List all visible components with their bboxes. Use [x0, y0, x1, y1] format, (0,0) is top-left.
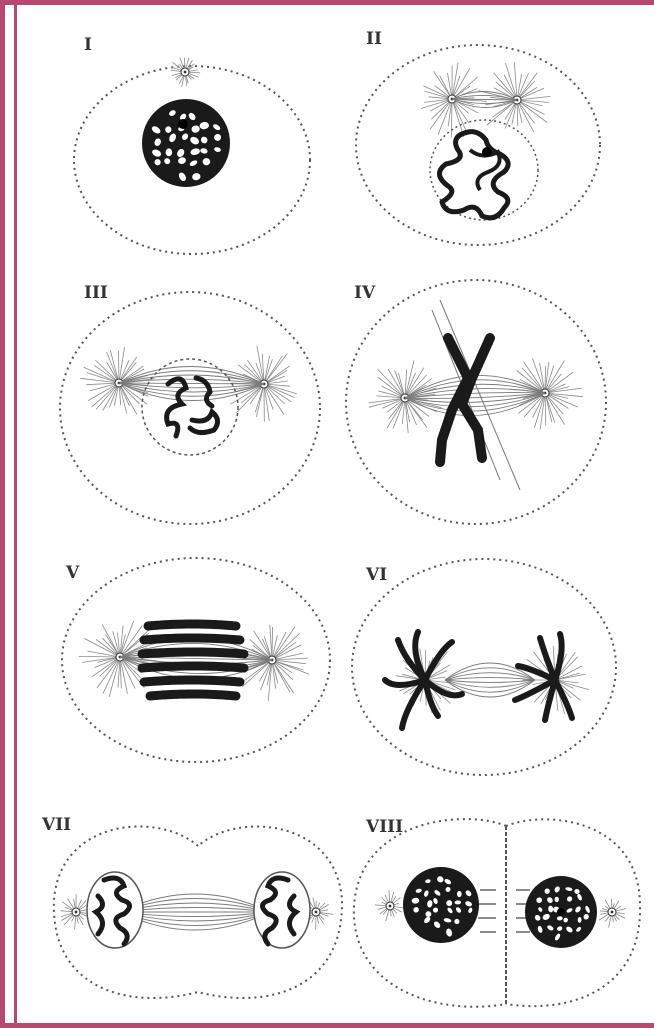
aster-ray — [438, 99, 452, 135]
cell-membrane — [356, 45, 600, 245]
centriole-dot — [389, 905, 392, 908]
nucleolus — [557, 908, 565, 916]
cell-membrane — [60, 292, 320, 524]
aster-ray — [545, 393, 565, 425]
stage-3-label: III — [84, 283, 108, 303]
aster-ray — [268, 660, 272, 701]
chromosome — [150, 694, 236, 696]
aster-ray — [272, 632, 286, 660]
centrosome-aster — [237, 625, 309, 702]
centrosome-aster — [375, 890, 404, 921]
cell-membrane — [62, 558, 330, 762]
aster-ray — [264, 384, 292, 402]
nucleolus — [482, 147, 492, 157]
stage-3: III — [60, 283, 320, 524]
stage-7-label: VII — [41, 815, 71, 835]
aster-ray — [545, 393, 546, 426]
stage-8-label: VIII — [365, 817, 403, 837]
chromosome — [142, 666, 244, 668]
stage-1-label: I — [84, 35, 92, 55]
stage-5: V — [62, 558, 330, 762]
aster-ray — [545, 393, 578, 407]
aster-ray — [545, 361, 564, 394]
centriole-dot — [184, 71, 187, 74]
centrosome-aster — [171, 58, 201, 87]
stage-2-label: II — [366, 29, 382, 49]
chromosome-strand — [190, 412, 218, 433]
nucleolus — [178, 119, 188, 129]
spindle-fibers — [119, 366, 264, 400]
centrosome-aster — [369, 360, 442, 433]
spindle-fiber — [445, 678, 535, 680]
aster-ray — [545, 393, 555, 423]
aster-ray — [272, 627, 273, 660]
chromosome — [142, 652, 244, 654]
metaphase-chromosomes — [142, 624, 244, 696]
stage-4-label: IV — [354, 283, 376, 303]
cell-membrane — [352, 559, 616, 775]
chromosome — [144, 680, 240, 682]
spindle-fiber — [445, 680, 535, 682]
centriole-dot — [611, 911, 614, 914]
aster-ray — [514, 62, 517, 100]
stage-6-label: VI — [365, 565, 387, 585]
centriole-dot — [315, 911, 318, 914]
centrosome-aster — [61, 894, 87, 929]
anaphase-chromosomes-left — [385, 632, 462, 728]
stage-4: IV — [346, 280, 606, 524]
aster-ray — [545, 393, 583, 397]
aster-ray — [264, 384, 269, 421]
spindle-fibers — [452, 91, 517, 107]
stage-6: VI — [352, 559, 616, 775]
aster-ray — [103, 383, 119, 411]
aster-ray — [272, 645, 301, 660]
stage-7: VII — [41, 815, 342, 998]
chromosome — [148, 624, 236, 626]
chromosome-strand — [439, 132, 508, 218]
aster-ray — [119, 351, 120, 383]
centrosome-aster — [599, 899, 626, 927]
aster-ray — [88, 383, 119, 401]
centrosome-aster — [478, 62, 550, 132]
aster-ray — [405, 398, 408, 433]
aster-ray — [272, 633, 300, 660]
aster-ray — [79, 656, 120, 657]
stage-1: I — [74, 35, 310, 254]
centriole-dot — [75, 911, 78, 914]
stage-2: II — [356, 29, 600, 245]
spindle-fiber — [445, 680, 535, 692]
stage-8: VIII — [354, 817, 640, 1007]
centrosome-aster — [513, 359, 583, 430]
stage-5-label: V — [65, 563, 80, 583]
chromosome — [144, 638, 240, 640]
aster-ray — [96, 383, 119, 409]
